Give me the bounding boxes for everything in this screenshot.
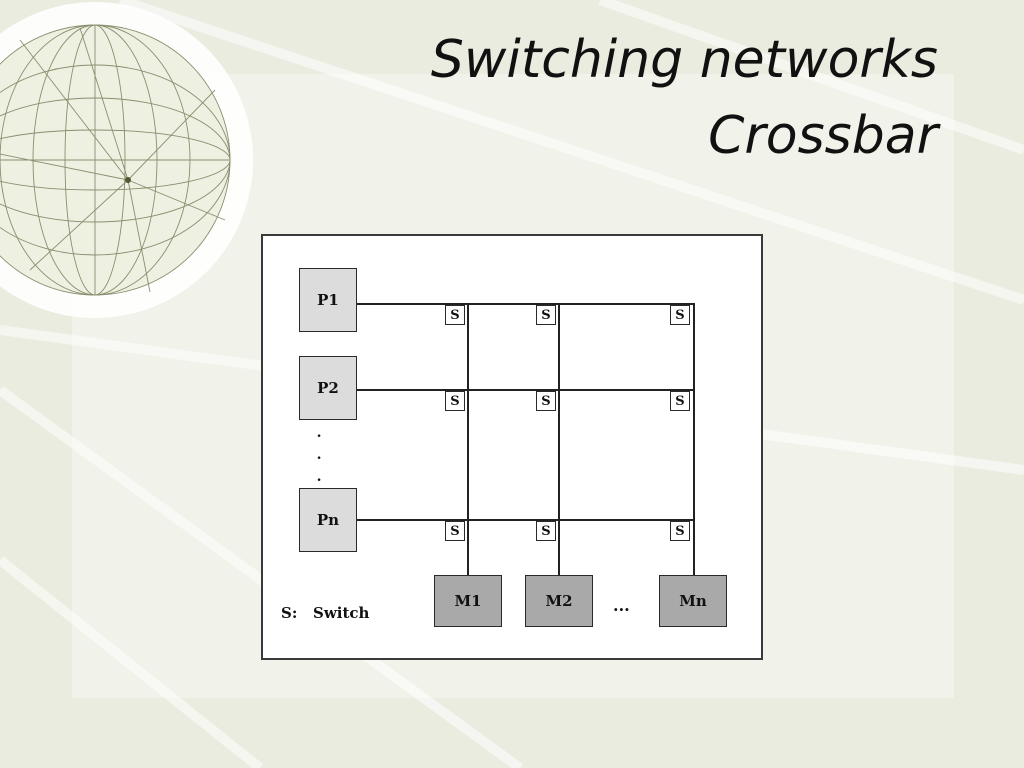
switch-n-1: S xyxy=(445,521,465,541)
switch-1-1: S xyxy=(445,305,465,325)
switch-2-1: S xyxy=(445,391,465,411)
switch-2-n: S xyxy=(670,391,690,411)
memory-bus-n xyxy=(693,303,695,575)
processor-p1: P1 xyxy=(299,268,357,332)
memory-ellipsis: ... xyxy=(613,596,630,615)
processor-p2: P2 xyxy=(299,356,357,420)
memory-m2-label: M2 xyxy=(545,592,573,610)
memory-mn-label: Mn xyxy=(679,592,707,610)
processor-p2-label: P2 xyxy=(317,379,339,397)
processor-ellipsis: . . . xyxy=(316,425,322,485)
processor-pn: Pn xyxy=(299,488,357,552)
memory-bus-1 xyxy=(467,303,469,575)
crossbar-diagram: P1 P2 Pn . . . S S S S S S S S S M1 M2 M… xyxy=(261,234,763,660)
processor-bus-n xyxy=(357,519,695,521)
switch-n-2: S xyxy=(536,521,556,541)
processor-p1-label: P1 xyxy=(317,291,339,309)
processor-pn-label: Pn xyxy=(316,511,340,529)
legend: S: Switch xyxy=(281,604,370,622)
switch-1-n: S xyxy=(670,305,690,325)
memory-bus-2 xyxy=(558,303,560,575)
slide-title: Switching networks Crossbar xyxy=(431,22,938,174)
memory-m1-label: M1 xyxy=(454,592,482,610)
memory-m2: M2 xyxy=(525,575,593,627)
memory-m1: M1 xyxy=(434,575,502,627)
processor-bus-1 xyxy=(357,303,695,305)
switch-n-n: S xyxy=(670,521,690,541)
title-line-1: Switching networks xyxy=(430,30,938,90)
title-line-2: Crossbar xyxy=(708,106,938,166)
switch-1-2: S xyxy=(536,305,556,325)
globe-decoration xyxy=(0,2,253,318)
processor-bus-2 xyxy=(357,389,695,391)
switch-2-2: S xyxy=(536,391,556,411)
memory-mn: Mn xyxy=(659,575,727,627)
